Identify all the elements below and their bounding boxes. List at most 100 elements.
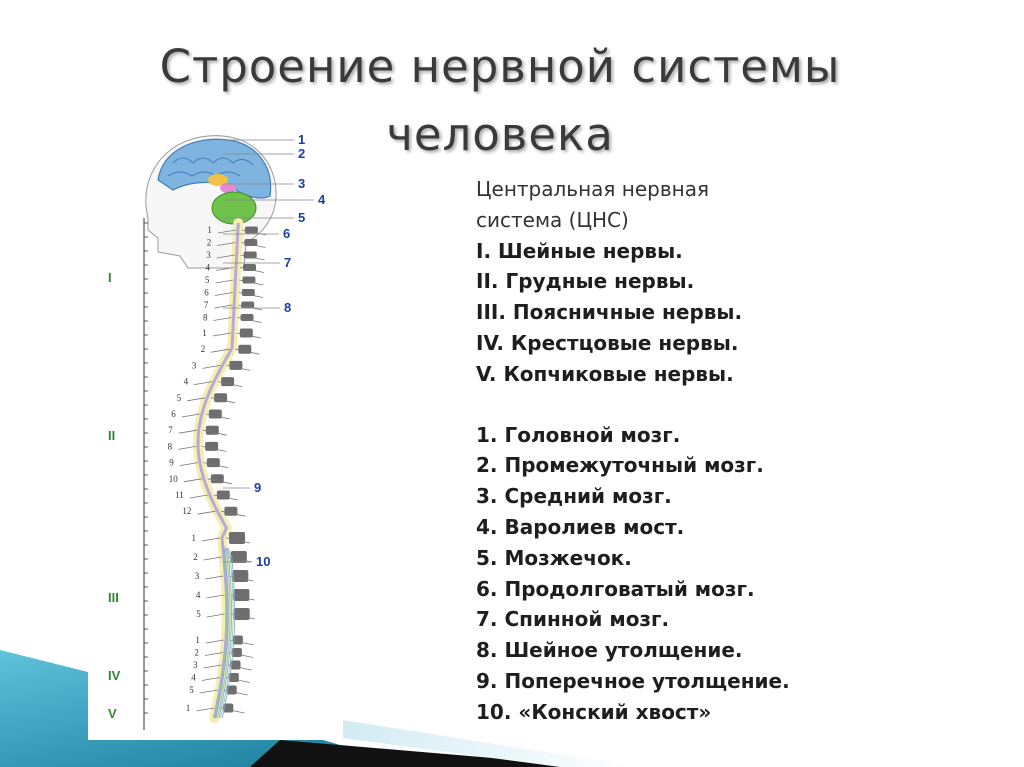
lumbar-vertebra: [232, 570, 249, 582]
lumbar-vertebra: [233, 608, 250, 620]
cervical-nerve-left: [215, 279, 234, 284]
cervical-vertebra: [244, 239, 258, 246]
sacral-vertebra-number: 2: [194, 648, 199, 658]
lumbar-nerve-left: [203, 556, 222, 561]
thoracic-nerve-left: [211, 348, 230, 353]
cauda-equina-strand: [221, 547, 236, 719]
thoracic-vertebra-number: 8: [168, 441, 173, 451]
thoracic-nerve-left: [179, 462, 198, 466]
brain-gyri: [167, 157, 254, 177]
thoracic-nerve-left: [197, 510, 216, 515]
cervical-vertebra: [242, 276, 256, 284]
sacral-nerve-left: [204, 652, 223, 656]
lumbar-nerve-right: [225, 537, 251, 544]
midbrain: [220, 183, 236, 193]
cervical-nerve-right: [239, 279, 264, 286]
cervical-nerve-left: [213, 317, 232, 321]
cervical-vertebra: [240, 314, 254, 321]
thoracic-nerve-right: [207, 478, 232, 485]
cauda-equina-strand: [220, 547, 234, 719]
cervical-nerve-left: [215, 267, 235, 271]
thoracic-nerve-right: [213, 494, 238, 501]
region-label: IV: [108, 668, 121, 683]
intro-line: Центральная нервная: [476, 177, 710, 201]
cerebellum: [211, 191, 257, 225]
legend-item: 6. Продолговатый мозг.: [476, 576, 755, 601]
thoracic-vertebra-number: 1: [202, 328, 207, 338]
lumbar-vertebra-number: 5: [196, 609, 201, 619]
thoracic-nerve-left: [189, 494, 208, 499]
cervical-vertebra: [244, 226, 258, 234]
cervical-nerve-left: [217, 242, 236, 246]
sacral-nerve-left: [205, 639, 224, 644]
thoracic-nerve-right: [202, 446, 227, 452]
thoracic-nerve-right: [226, 365, 251, 371]
thoracic-nerve-left: [183, 478, 202, 483]
lumbar-vertebra: [230, 551, 247, 563]
cervical-nerve-right: [241, 242, 266, 248]
sacral-nerve-left: [203, 664, 222, 669]
sacral-vertebra-number: 5: [189, 685, 194, 695]
cervical-nerve-left: [216, 254, 235, 259]
thoracic-vertebra-number: 5: [177, 393, 182, 403]
sacral-vertebra-number: 1: [195, 635, 200, 645]
thoracic-nerve-left: [187, 397, 206, 402]
cervical-vertebra: [243, 264, 256, 271]
lumbar-vertebra-number: 4: [196, 590, 201, 600]
legend-item: 5. Мозжечок.: [476, 545, 632, 570]
region-label: III: [108, 590, 119, 605]
title-line-1: Строение нервной системы: [159, 40, 841, 93]
thoracic-vertebra-number: 4: [184, 377, 189, 387]
legend-item: 9. Поперечное утолщение.: [476, 668, 790, 693]
callout-number: 9: [254, 480, 261, 495]
callout-number: 7: [284, 255, 291, 270]
intro-line: IV. Крестцовые нервы.: [476, 330, 739, 355]
cervical-vertebra-number: 7: [204, 300, 209, 310]
legend-item: 1. Головной мозг.: [476, 422, 681, 447]
cervical-vertebra-number: 2: [207, 238, 212, 248]
legend-item: 10. «Конский хвост»: [476, 699, 712, 724]
callout-number: 8: [284, 300, 291, 315]
cervical-nerve-left: [214, 304, 233, 309]
thoracic-nerve-right: [221, 510, 246, 517]
cervical-nerve-left: [214, 292, 233, 296]
callout-number: 5: [298, 210, 305, 225]
cervical-nerve-right: [238, 304, 263, 311]
intro-line: V. Копчиковые нервы.: [476, 361, 734, 386]
callout-number: 4: [318, 192, 326, 207]
intro-line: III. Поясничные нервы.: [476, 300, 743, 325]
cervical-vertebra: [243, 251, 257, 259]
callout-number: 6: [283, 226, 290, 241]
lumbar-vertebra-number: 1: [192, 533, 197, 543]
legend-item: 3. Средний мозг.: [476, 484, 672, 509]
cervical-nerve-right: [238, 292, 263, 298]
cauda-equina-strand: [215, 547, 229, 719]
thoracic-vertebra-number: 10: [169, 474, 179, 484]
cervical-vertebra-number: 3: [206, 250, 211, 260]
cervical-vertebra: [241, 289, 255, 296]
thoracic-vertebra-number: 3: [192, 360, 197, 370]
cervical-vertebra-number: 8: [203, 313, 208, 323]
legend-lines: 1. Головной мозг.2. Промежуточный мозг.3…: [476, 420, 996, 728]
coccygeal-vertebra-number: 1: [186, 703, 191, 713]
thoracic-vertebra-number: 12: [182, 506, 191, 516]
cervical-nerve-left: [217, 229, 236, 234]
thoracic-vertebra-number: 7: [168, 425, 173, 435]
cauda-equina-strand: [217, 547, 231, 719]
cervical-vertebra-number: 6: [204, 288, 209, 298]
thoracic-vertebra-number: 11: [175, 490, 184, 500]
lumbar-nerve-left: [201, 537, 221, 542]
thoracic-nerve-right: [235, 348, 260, 355]
thoracic-nerve-left: [178, 429, 197, 434]
sacral-nerve-left: [199, 689, 218, 694]
callout-number: 2: [298, 146, 305, 161]
cervical-vertebra-number: 1: [207, 225, 212, 235]
thoracic-nerve-right: [218, 381, 243, 387]
thoracic-nerve-right: [203, 462, 228, 468]
thoracic-vertebra-number: 9: [169, 458, 174, 468]
